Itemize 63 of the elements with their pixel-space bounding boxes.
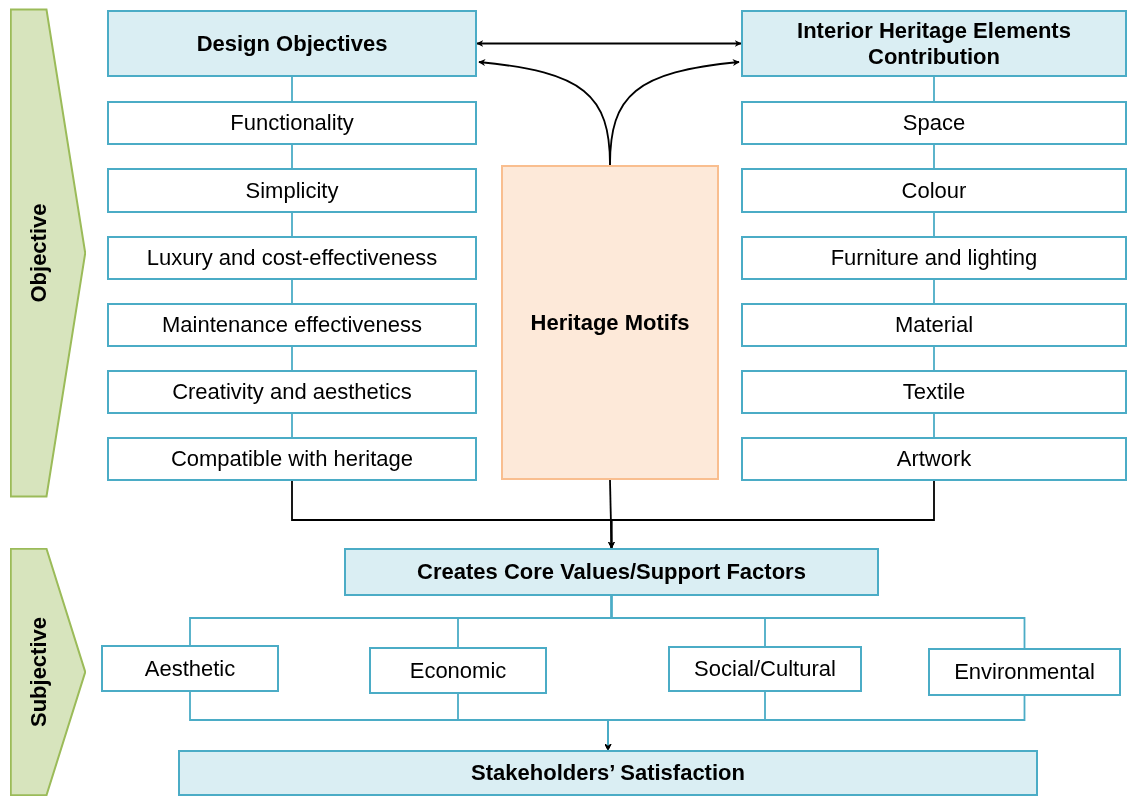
connector-line — [291, 413, 293, 438]
item-box — [107, 370, 477, 414]
item-box — [741, 437, 1127, 481]
heading-box — [107, 10, 477, 77]
node-label: Furniture and lighting — [830, 245, 1038, 271]
item-box — [741, 101, 1127, 145]
connector-line — [933, 212, 935, 237]
node-label: Creativity and aesthetics — [172, 379, 412, 405]
connector-line — [291, 144, 293, 169]
item-box — [107, 437, 477, 481]
node-label: Stakeholders’ Satisfaction — [471, 760, 745, 786]
item-box — [668, 646, 862, 692]
connector-line — [933, 144, 935, 169]
node-label: Artwork — [896, 446, 972, 472]
node-label: Environmental — [954, 659, 1095, 685]
node-label: Aesthetic — [144, 655, 236, 682]
arrow — [476, 40, 742, 47]
item-box — [107, 168, 477, 213]
node-label: Heritage Motifs — [530, 309, 690, 336]
connector-line — [610, 595, 1026, 649]
node-label: Subjective — [26, 617, 52, 727]
item-box — [369, 647, 547, 694]
item-box — [741, 236, 1127, 280]
node-label: Social/Cultural — [694, 656, 836, 682]
connector-line — [933, 346, 935, 371]
node-label: Design Objectives — [196, 30, 388, 57]
item-box — [741, 168, 1127, 213]
node-label: Compatible with heritage — [170, 446, 414, 472]
item-box — [107, 303, 477, 347]
connector-line — [933, 76, 935, 102]
item-box — [101, 645, 279, 692]
item-box — [741, 303, 1127, 347]
item-box — [928, 648, 1121, 696]
item-box — [741, 370, 1127, 414]
node-label: Colour — [901, 177, 967, 204]
connector-line — [933, 279, 935, 304]
node-label: Interior Heritage Elements Contribution — [796, 17, 1072, 70]
node-label: Simplicity — [245, 177, 339, 204]
connector-line — [933, 413, 935, 438]
node-label: Space — [902, 110, 966, 136]
chevron-band — [10, 8, 86, 498]
connector-line — [291, 212, 293, 237]
node-label: Creates Core Values/Support Factors — [417, 559, 806, 585]
node-label: Economic — [409, 657, 507, 684]
item-box — [107, 236, 477, 280]
connector-line — [291, 346, 293, 371]
node-label: Maintenance effectiveness — [161, 312, 423, 338]
arrow — [609, 59, 740, 166]
connector-line — [291, 76, 293, 102]
arrow — [604, 695, 1026, 751]
arrow — [608, 480, 935, 549]
node-label: Objective — [26, 203, 52, 303]
heading-box — [344, 548, 879, 596]
node-label: Luxury and cost-effectiveness — [146, 245, 438, 271]
node-label: Textile — [902, 379, 966, 405]
node-label: Material — [894, 312, 974, 338]
motif-box — [501, 165, 719, 480]
connector-line — [291, 279, 293, 304]
item-box — [107, 101, 477, 145]
node-label: Functionality — [230, 110, 354, 136]
heading-box — [178, 750, 1038, 796]
chevron-band — [10, 548, 86, 796]
heading-box — [741, 10, 1127, 77]
